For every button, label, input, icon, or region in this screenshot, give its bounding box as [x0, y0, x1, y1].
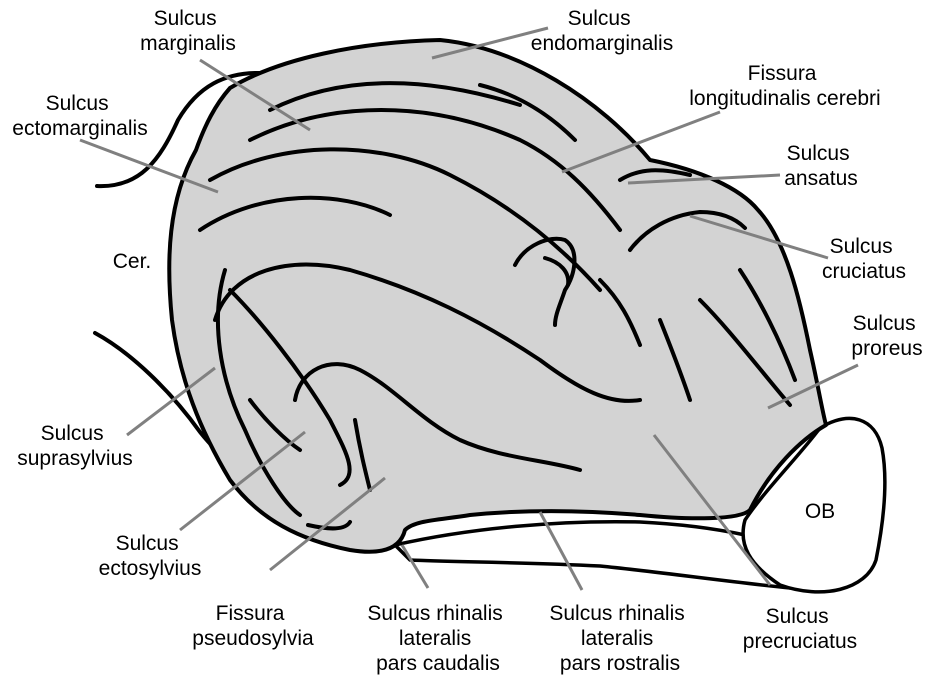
label-sulcus-cruciatus: Sulcus cruciatus	[822, 235, 906, 283]
label-sulcus-ectomarginalis: Sulcus ectomarginalis	[12, 92, 147, 140]
label-fissura-longitudinalis: Fissura longitudinalis cerebri	[689, 62, 880, 110]
label-sulcus-suprasylvius: Sulcus suprasylvius	[17, 422, 133, 470]
label-sulcus-precruciatus: Sulcus precruciatus	[743, 605, 857, 653]
label-ob: OB	[805, 500, 835, 523]
label-cer: Cer.	[113, 250, 152, 273]
label-sulcus-rhinalis-caudalis: Sulcus rhinalis lateralis pars caudalis	[367, 602, 508, 675]
label-fissura-pseudosylvia: Fissura pseudosylvia	[192, 602, 314, 650]
label-sulcus-ansatus: Sulcus ansatus	[784, 142, 858, 190]
label-sulcus-marginalis: Sulcus marginalis	[140, 7, 236, 55]
label-sulcus-endomarginalis: Sulcus endomarginalis	[531, 7, 673, 55]
label-sulcus-proreus: Sulcus proreus	[851, 312, 922, 360]
label-sulcus-ectosylvius: Sulcus ectosylvius	[99, 532, 202, 580]
label-sulcus-rhinalis-rostralis: Sulcus rhinalis lateralis pars rostralis	[549, 602, 690, 675]
